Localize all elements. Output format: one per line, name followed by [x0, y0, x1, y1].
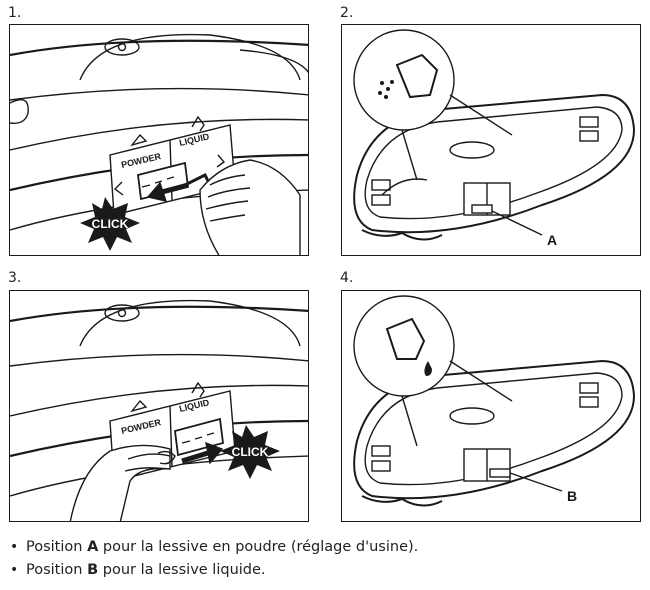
instructions-list: Position A pour la lessive en poudre (ré… — [8, 536, 418, 582]
step-2-callout-letter: A — [547, 232, 557, 248]
step-3-number: 3. — [8, 270, 22, 286]
drum-cap-icon — [104, 38, 140, 56]
step-1-illustration: POWDER LIQUID CLICK — [9, 24, 309, 256]
magnifier-callout — [353, 295, 455, 397]
liquid-cup-icon — [385, 317, 426, 360]
bullet-position-b: Position B pour la lessive liquide. — [8, 559, 418, 582]
click-burst — [80, 197, 140, 251]
step-3-illustration: POWDER LIQUID CLICK — [9, 290, 309, 522]
drawer-cap-icon — [449, 141, 495, 159]
drawer-cap-icon — [449, 407, 495, 425]
bullet-position-a: Position A pour la lessive en poudre (ré… — [8, 536, 418, 559]
selector-position-a[interactable] — [471, 204, 493, 214]
liquid-icon — [191, 381, 205, 398]
powder-cup-icon — [395, 53, 439, 99]
step-2-illustration: A — [341, 24, 641, 256]
powder-icon — [130, 399, 148, 413]
step-4-callout-letter: B — [567, 488, 577, 504]
step-4-illustration: B — [341, 290, 641, 522]
push-arrow-icon — [181, 450, 209, 464]
liquid-icon — [191, 115, 205, 132]
step-1-number: 1. — [8, 5, 22, 21]
step-3-click-text: CLICK — [232, 445, 269, 459]
drum-cap-icon — [104, 304, 140, 322]
left-compartment-tag — [371, 179, 391, 191]
click-burst — [220, 425, 280, 479]
powder-icon — [130, 133, 148, 147]
step-4-number: 4. — [340, 270, 354, 286]
step-1-click-text: CLICK — [92, 217, 129, 231]
selector-position-b[interactable] — [489, 468, 511, 478]
step-2-number: 2. — [340, 5, 354, 21]
